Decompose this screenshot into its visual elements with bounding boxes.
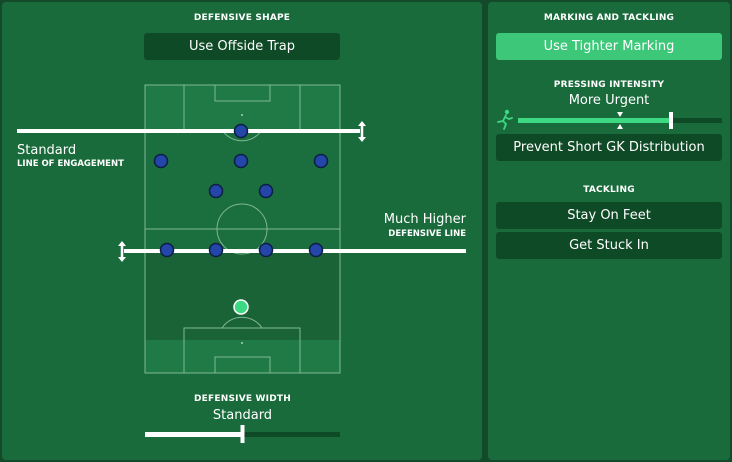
defensive-line-value: Much Higher: [383, 212, 466, 227]
engagement-zone: [145, 132, 340, 250]
pitch-diagram: [17, 84, 466, 443]
stay-on-feet-button[interactable]: Stay On Feet: [496, 202, 722, 229]
player-right-mid[interactable]: [313, 153, 329, 169]
pressing-thumb[interactable]: [669, 112, 673, 129]
tackling-title: TACKLING: [583, 185, 635, 195]
player-central-mid-left[interactable]: [208, 183, 224, 199]
width-slider-fill: [145, 432, 243, 437]
defensive-width-value: Standard: [212, 408, 273, 423]
pressing-slider[interactable]: [494, 108, 726, 132]
engagement-drag-handle[interactable]: [358, 121, 366, 142]
player-centre-back-right[interactable]: [258, 242, 274, 258]
defensive-shape-title: DEFENSIVE SHAPE: [193, 13, 291, 23]
defensive-width-title: DEFENSIVE WIDTH: [194, 394, 291, 404]
get-stuck-in-button[interactable]: Get Stuck In: [496, 232, 722, 259]
player-goalkeeper[interactable]: [233, 299, 249, 315]
pressing-fill: [518, 118, 671, 123]
defensive-zone: [145, 250, 340, 340]
engagement-label: LINE OF ENGAGEMENT: [17, 159, 124, 169]
width-slider-thumb[interactable]: [240, 425, 245, 443]
defensive-line-label: DEFENSIVE LINE: [388, 229, 466, 239]
player-centre-back-left[interactable]: [208, 242, 224, 258]
player-striker[interactable]: [233, 123, 249, 139]
pressing-intensity-title: PRESSING INTENSITY: [553, 80, 665, 90]
defensive-line-drag-handle[interactable]: [118, 241, 126, 262]
player-attacking-mid[interactable]: [233, 153, 249, 169]
tighter-marking-button[interactable]: Use Tighter Marking: [496, 33, 722, 60]
marking-tackling-title: MARKING AND TACKLING: [543, 13, 675, 23]
prevent-gk-distribution-button[interactable]: Prevent Short GK Distribution: [496, 134, 722, 161]
player-right-back[interactable]: [308, 242, 324, 258]
running-person-icon: [497, 109, 513, 130]
offside-trap-button[interactable]: Use Offside Trap: [144, 33, 340, 60]
player-left-mid[interactable]: [153, 153, 169, 169]
players: [153, 123, 329, 258]
pressing-intensity-value: More Urgent: [568, 93, 650, 108]
engagement-value: Standard: [17, 143, 77, 158]
player-central-mid-right[interactable]: [258, 183, 274, 199]
marking-tackling-panel: [488, 2, 730, 460]
pressing-default-marker: [617, 112, 623, 129]
player-left-back[interactable]: [159, 242, 175, 258]
